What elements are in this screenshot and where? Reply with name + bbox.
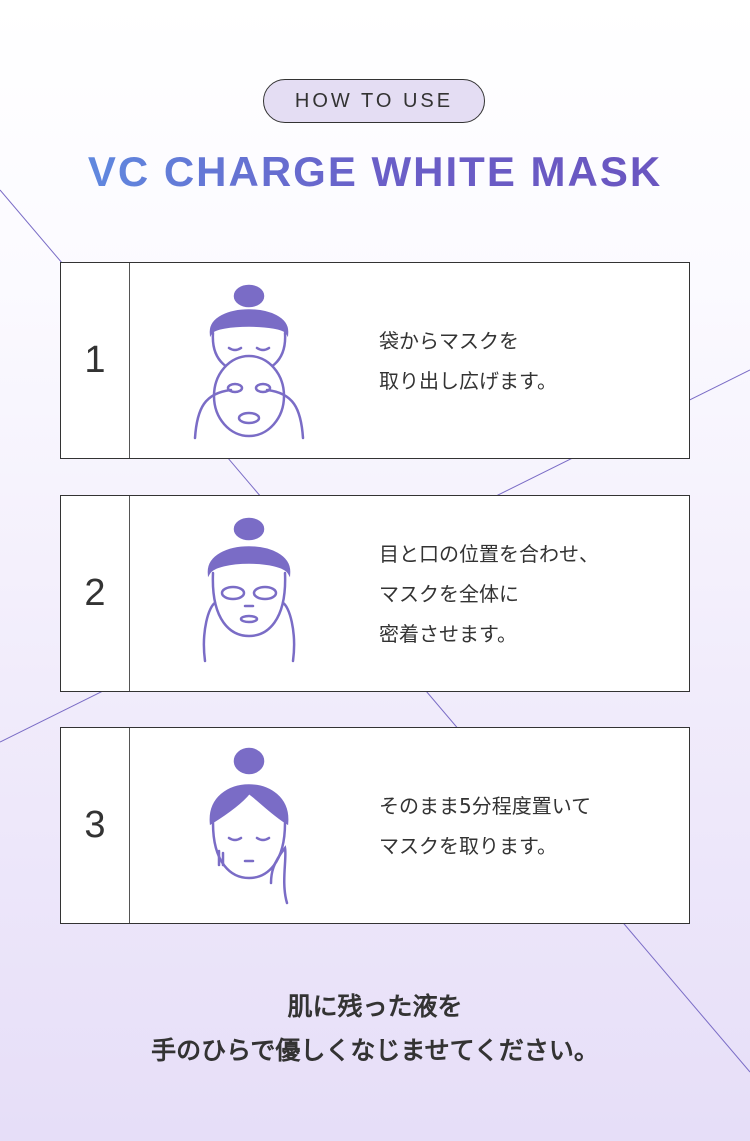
face-unfolding-mask-icon <box>193 284 305 440</box>
footer-line: 手のひらで優しくなじませてください。 <box>151 1036 599 1065</box>
text-line: 取り出し広げます。 <box>379 368 557 393</box>
step-number: 3 <box>61 728 130 923</box>
page-title: VC CHARGE WHITE MASK <box>0 148 750 196</box>
step-number: 1 <box>61 263 130 458</box>
text-line: 袋からマスクを <box>379 328 519 353</box>
footer-line: 肌に残った液を <box>287 992 463 1021</box>
step-3: 3 そのまま5分程度置いて マスクを取ります。 <box>60 727 690 924</box>
step-1: 1 袋からマスクを 取り出し広げます。 <box>60 262 690 459</box>
text-line: そのまま5分程度置いて <box>379 793 592 818</box>
text-line: マスクを全体に <box>379 581 519 606</box>
step-description: 目と口の位置を合わせ、 マスクを全体に 密着させます。 <box>379 496 599 691</box>
text-line: 密着させます。 <box>379 621 517 646</box>
how-to-use-badge: HOW TO USE <box>263 79 485 123</box>
face-wearing-mask-icon <box>202 517 296 663</box>
step-2: 2 目と口の位置を合わせ、 マスクを全体に 密着させます。 <box>60 495 690 692</box>
step-description: そのまま5分程度置いて マスクを取ります。 <box>379 728 591 923</box>
text-line: マスクを取ります。 <box>379 833 557 858</box>
step-description: 袋からマスクを 取り出し広げます。 <box>379 263 557 458</box>
face-removing-mask-icon <box>209 747 289 905</box>
step-number: 2 <box>61 496 130 691</box>
footer-note: 肌に残った液を 手のひらで優しくなじませてください。 <box>0 985 750 1073</box>
text-line: 目と口の位置を合わせ、 <box>379 541 599 566</box>
